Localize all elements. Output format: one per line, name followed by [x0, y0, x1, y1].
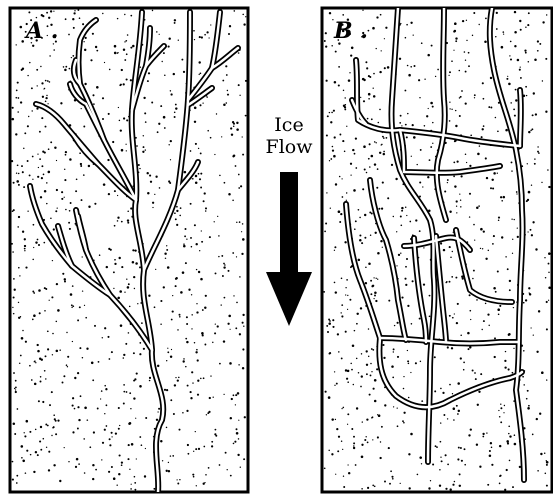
panel-b-label: B .: [334, 18, 368, 44]
ice-flow-arrow-icon: [266, 172, 312, 326]
ice-flow-label-line1: Ice: [254, 114, 324, 136]
ice-flow-label: Ice Flow: [254, 114, 324, 158]
panel-a-label: A .: [26, 18, 58, 44]
ice-flow-label-line2: Flow: [254, 136, 324, 158]
